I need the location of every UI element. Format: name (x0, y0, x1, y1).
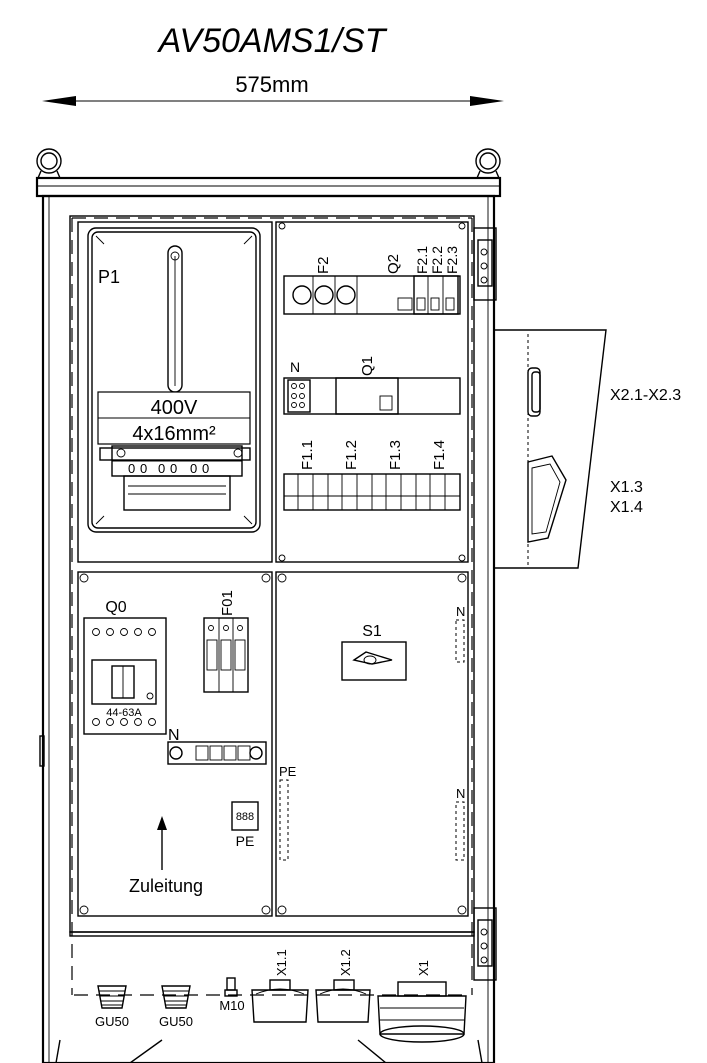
meter-digit: 0 (170, 461, 177, 476)
switch-s1 (341, 641, 407, 681)
label-sockets-x2: X2.1-X2.3 (610, 387, 681, 404)
label-rating: 44-63A (106, 707, 142, 719)
socket-x1-1 (251, 979, 309, 1023)
label-n-top: N (290, 359, 300, 375)
label-q1: Q1 (359, 356, 376, 376)
lifting-eye-left (36, 148, 62, 179)
label-m10: M10 (219, 998, 244, 1013)
gland-gu50-right (161, 985, 191, 1009)
label-f1-2: F1.2 (343, 440, 360, 470)
label-f2-3: F2.3 (444, 246, 460, 274)
label-q2: Q2 (385, 254, 402, 274)
stand-legs (55, 1039, 483, 1063)
label-x1: X1 (416, 960, 431, 976)
socket-x1 (377, 981, 467, 1043)
hinge-top (473, 227, 497, 301)
label-x1-2: X1.2 (338, 949, 353, 976)
label-pe-digits: 888 (236, 811, 254, 823)
width-dimension (42, 96, 504, 106)
upper-right-panel (275, 221, 469, 563)
side-socket-housing (494, 329, 607, 569)
width-label: 575mm (235, 72, 308, 97)
label-x1-1: X1.1 (274, 949, 289, 976)
base-plate (69, 931, 475, 937)
label-n-right-bottom: N (456, 786, 465, 801)
meter-digit: 0 (128, 461, 135, 476)
meter-voltage: 400V (151, 397, 198, 419)
cabinet-body (41, 194, 496, 1063)
label-f01: F01 (219, 590, 236, 616)
label-socket-x1-3: X1.3 (610, 479, 643, 496)
surge-arrester-f01 (203, 617, 249, 693)
label-f1-3: F1.3 (387, 440, 404, 470)
lower-right-panel (275, 571, 469, 917)
gland-gu50-left (97, 985, 127, 1009)
label-supply: Zuleitung (129, 876, 203, 896)
cabinet-roof (35, 176, 502, 198)
pe-terminal (231, 801, 259, 831)
pe-rail (279, 779, 289, 861)
label-socket-x1-4: X1.4 (610, 499, 643, 516)
meter-digit: 0 (190, 461, 197, 476)
label-gu50-right: GU50 (159, 1014, 193, 1029)
label-f2-2: F2.2 (429, 246, 445, 274)
label-n-right-top: N (456, 604, 465, 619)
drawing-title: AV50AMS1/ST (157, 22, 388, 60)
meter-cable: 4x16mm² (132, 423, 216, 445)
meter-digits: 0 0 0 0 0 0 (128, 461, 209, 476)
neutral-bar (167, 741, 267, 765)
label-gu50-left: GU50 (95, 1014, 129, 1029)
meter-panel (77, 221, 273, 563)
neutral-rail-top (455, 619, 465, 663)
label-q0: Q0 (105, 599, 126, 616)
label-pe-left: PE (236, 833, 255, 849)
label-n-left: N (168, 727, 180, 744)
label-s1: S1 (362, 623, 382, 640)
neutral-rail-bottom (455, 801, 465, 861)
meter-digit: 0 (158, 461, 165, 476)
meter-digit: 0 (140, 461, 147, 476)
fuse-rail-top (283, 275, 461, 315)
hinge-bottom (473, 907, 497, 981)
door-lock (39, 735, 45, 767)
label-f1-4: F1.4 (431, 440, 448, 470)
breaker-rail-f1 (283, 473, 461, 511)
socket-x1-2 (315, 979, 371, 1023)
meter-digit: 0 (202, 461, 209, 476)
label-f1-1: F1.1 (299, 440, 316, 470)
lower-left-panel (77, 571, 273, 917)
label-f2-1: F2.1 (414, 246, 430, 274)
rcd-rail (283, 377, 461, 415)
label-f2: F2 (315, 256, 332, 274)
label-pe-right: PE (279, 764, 297, 779)
lifting-eye-right (475, 148, 501, 179)
supply-arrow (157, 816, 167, 870)
main-switch-q0 (83, 617, 167, 735)
meter-name: P1 (98, 267, 120, 287)
earth-bolt-m10 (224, 977, 238, 997)
